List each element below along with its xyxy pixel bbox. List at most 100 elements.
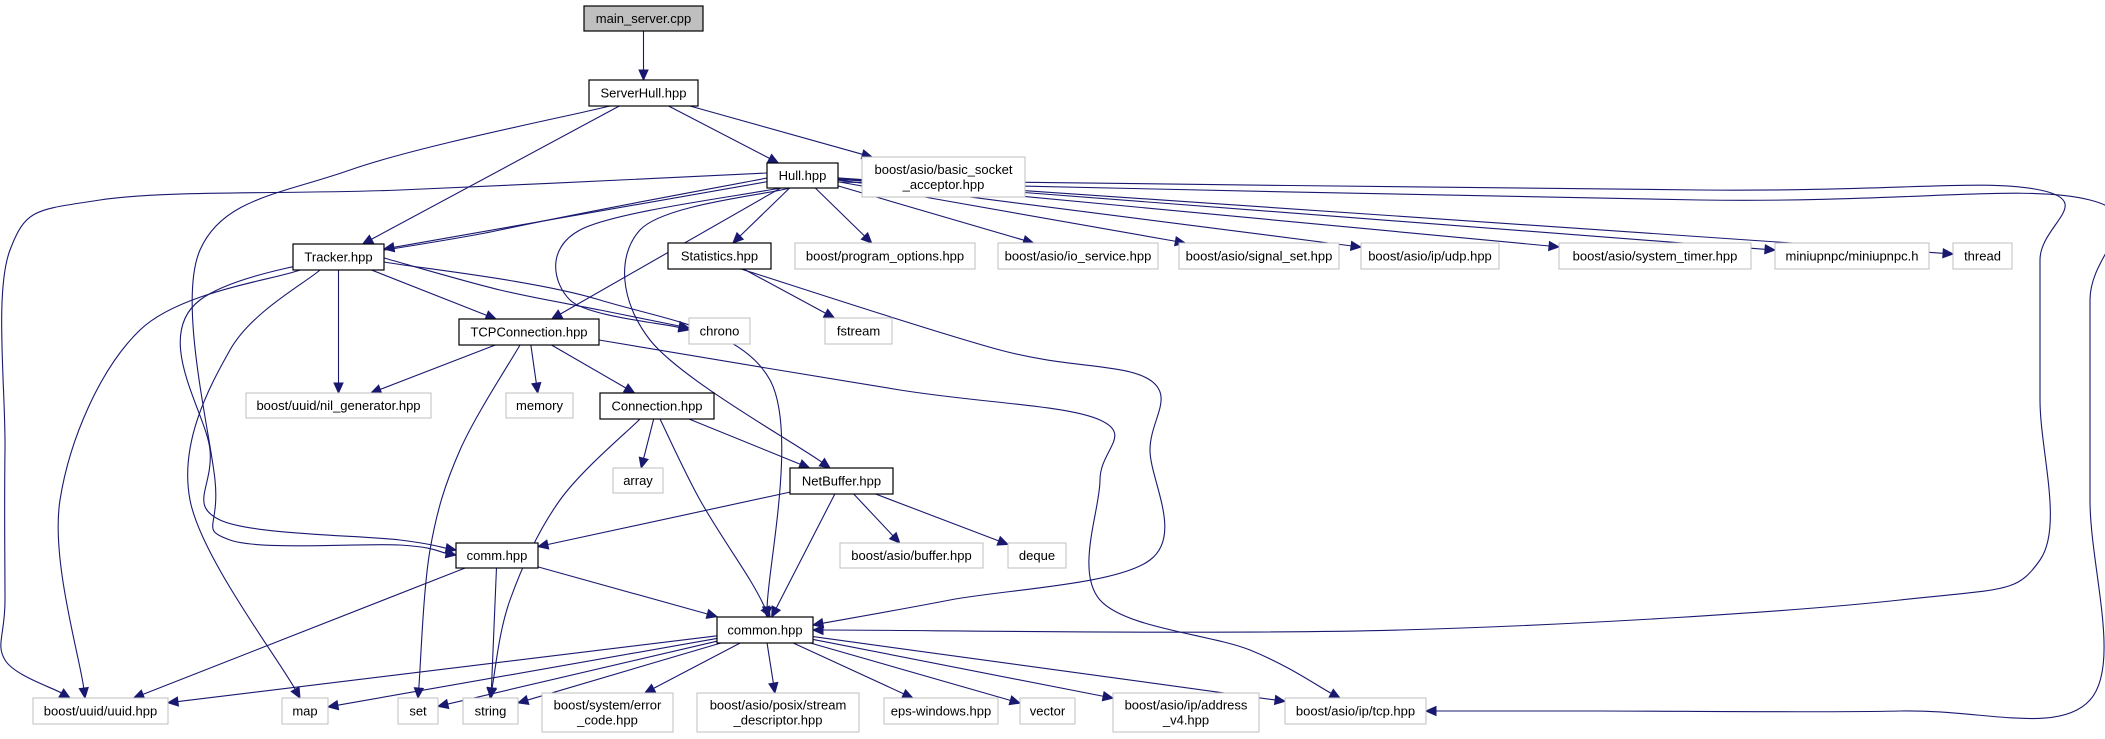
edge-Hull-to-program_options [814,187,873,244]
node-common[interactable]: common.hpp [716,616,814,644]
node-box [861,156,1026,198]
edge-line [191,105,611,554]
node-connection[interactable]: Connection.hpp [599,392,715,420]
node-box [1007,542,1067,569]
edge-arrowhead [1764,244,1777,255]
edge-arrowhead [1101,691,1115,702]
edge-NetBuffer-to-buffer [853,493,901,544]
edge-line [393,181,768,248]
node-label: array [623,473,653,488]
edge-arrowhead [996,535,1010,546]
node-label: Tracker.hpp [304,250,372,265]
node-tcpconnection[interactable]: TCPConnection.hpp [458,318,600,346]
edge-Hull-to-common [811,179,2066,636]
node-main-server[interactable]: main_server.cpp [583,5,704,32]
edge-line [598,339,1332,694]
node-box [839,542,984,569]
edge-Tracker-to-common [383,261,783,619]
edge-TCPConnection-to-Connection [551,344,636,394]
node-label: deque [1019,548,1055,563]
node-serverhull[interactable]: ServerHull.hpp [588,79,699,107]
edge-Hull-to-NetBuffer [624,187,831,469]
edge-line [814,187,865,237]
edge-common-to-eps_windows [793,642,914,699]
edge-arrowhead [369,384,383,395]
node-comm[interactable]: comm.hpp [455,542,539,569]
edge-common-to-string [516,642,722,705]
node-box [1558,242,1752,270]
node-label: boost/asio/buffer.hpp [851,548,971,563]
edge-Hull-to-comm [179,177,768,554]
edge-line [57,269,301,689]
edge-arrowhead [444,542,458,554]
edge-Tracker-to-nil_generator [333,270,344,395]
node-label: map [292,704,317,719]
edge-arrowhead [290,686,301,700]
node-label: fstream [837,324,880,339]
edge-Connection-to-NetBuffer [688,418,811,469]
node-label: boost/system/error [554,698,662,713]
edge-arrowhead [1942,248,1955,259]
edge-Connection-to-common [659,418,771,619]
node-label: _acceptor.hpp [902,177,985,192]
node-eps-windows: eps-windows.hpp [883,697,999,725]
edge-Statistics-to-fstream [743,268,836,319]
node-io-service: boost/asio/io_service.hpp [997,242,1159,270]
edge-line [551,344,627,389]
edge-line [537,566,708,615]
node-label: _v4.hpp [1162,713,1209,728]
node-netbuffer[interactable]: NetBuffer.hpp [789,467,894,495]
edge-line [177,635,718,703]
edge-Hull-to-tcp [837,181,2105,720]
node-deque: deque [1007,542,1067,569]
node-box [458,318,600,346]
node-box [292,243,385,271]
edge-arrowhead [1273,694,1287,706]
edge-arrowhead [1424,705,1437,717]
node-thread: thread [1952,242,2013,270]
edge-line [383,257,680,327]
node-hull[interactable]: Hull.hpp [766,162,839,189]
node-box [541,692,674,733]
edge-arrowhead [622,383,636,394]
node-box [455,542,539,569]
node-label: ServerHull.hpp [601,86,687,101]
node-statistics[interactable]: Statistics.hpp [667,242,772,270]
node-label: TCPConnection.hpp [470,325,587,340]
node-basic-socket-acceptor: boost/asio/basic_socket_acceptor.hpp [861,156,1026,198]
edge-Tracker-to-uuid [57,269,301,700]
node-label: boost/uuid/nil_generator.hpp [256,398,420,413]
edge-Statistics-to-common [740,268,1166,629]
edge-line [337,637,718,706]
edge-line [527,642,722,701]
edge-line [793,642,904,695]
edge-line [812,638,1104,697]
edge-comm-to-uuid [132,567,466,700]
edge-arrowhead [677,320,691,332]
edge-arrowhead [1349,240,1363,252]
node-tracker[interactable]: Tracker.hpp [292,243,385,271]
node-box [1019,697,1076,725]
node-system-timer: boost/asio/system_timer.hpp [1558,242,1752,270]
node-label: string [475,704,507,719]
node-box [1774,242,1930,270]
edge-arrowhead [760,605,771,619]
node-box [583,5,704,32]
edge-line [371,269,487,316]
edge-line [743,268,826,314]
edge-line [0,172,768,694]
node-label: _descriptor.hpp [733,713,823,728]
edge-line [810,642,1011,701]
edge-line [668,105,770,159]
edge-arrowhead [705,608,719,619]
node-box [716,616,814,644]
edge-ServerHull-to-Hull [668,105,780,164]
edge-line [624,187,823,463]
edge-line [371,105,620,240]
node-label: main_server.cpp [596,11,691,26]
edge-arrowhead [166,696,180,707]
node-label: miniupnpc/miniupnpc.h [1786,249,1919,264]
edge-TCPConnection-to-nil_generator [369,344,496,395]
edge-line [179,177,768,549]
edge-Tracker-to-map [187,269,321,700]
